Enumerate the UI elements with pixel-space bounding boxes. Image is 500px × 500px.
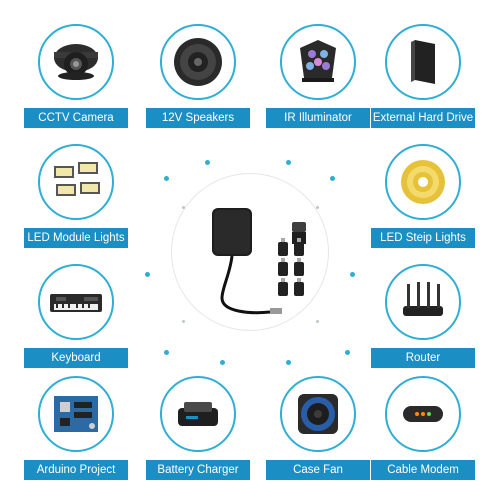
center-product — [172, 174, 328, 330]
router-icon — [385, 264, 461, 340]
tile-arduino-project: Arduino Project — [24, 376, 128, 484]
tile-label: Cable Modem — [371, 460, 475, 480]
tile-label: External Hard Drive — [371, 108, 475, 128]
tile-label: CCTV Camera — [24, 108, 128, 128]
tile-label: LED Steip Lights — [371, 228, 475, 248]
battery-charger-icon — [160, 376, 236, 452]
connector-dot — [220, 360, 225, 365]
tile-cable-modem: Cable Modem — [371, 376, 475, 484]
tile-cctv-camera: CCTV Camera — [24, 24, 128, 132]
connector-dash — [182, 206, 185, 209]
tile-battery-charger: Battery Charger — [146, 376, 250, 484]
connector-dash — [316, 320, 319, 323]
hard-drive-icon — [385, 24, 461, 100]
tile-label: Keyboard — [24, 348, 128, 368]
tile-keyboard: Keyboard — [24, 264, 128, 372]
connector-dot — [164, 350, 169, 355]
tile-led-strip-lights: LED Steip Lights — [371, 144, 475, 252]
tile-label: Case Fan — [266, 460, 370, 480]
case-fan-icon — [280, 376, 356, 452]
tile-label: LED Module Lights — [24, 228, 128, 248]
tile-label: 12V Speakers — [146, 108, 250, 128]
tile-label: IR Illuminator — [266, 108, 370, 128]
cctv-camera-icon — [38, 24, 114, 100]
led-module-icon — [38, 144, 114, 220]
circuit-board-icon — [38, 376, 114, 452]
tile-12v-speakers: 12V Speakers — [146, 24, 250, 132]
tile-label: Battery Charger — [146, 460, 250, 480]
keyboard-icon — [38, 264, 114, 340]
connector-dot — [164, 176, 169, 181]
connector-dot — [345, 350, 350, 355]
tile-ir-illuminator: IR Illuminator — [266, 24, 370, 132]
connector-dot — [330, 176, 335, 181]
connector-dash — [182, 320, 185, 323]
tile-external-hard-drive: External Hard Drive — [371, 24, 475, 132]
connector-dash — [316, 206, 319, 209]
power-adapter-with-dc-plugs-icon — [212, 208, 306, 315]
ir-illuminator-icon — [280, 24, 356, 100]
connector-dot — [205, 160, 210, 165]
tile-label: Router — [371, 348, 475, 368]
tile-router: Router — [371, 264, 475, 372]
tile-led-module-lights: LED Module Lights — [24, 144, 128, 252]
connector-dot — [286, 360, 291, 365]
tile-case-fan: Case Fan — [266, 376, 370, 484]
connector-dot — [145, 272, 150, 277]
connector-dot — [286, 160, 291, 165]
tile-label: Arduino Project — [24, 460, 128, 480]
connector-dot — [350, 272, 355, 277]
led-strip-icon — [385, 144, 461, 220]
speaker-icon — [160, 24, 236, 100]
cable-modem-icon — [385, 376, 461, 452]
